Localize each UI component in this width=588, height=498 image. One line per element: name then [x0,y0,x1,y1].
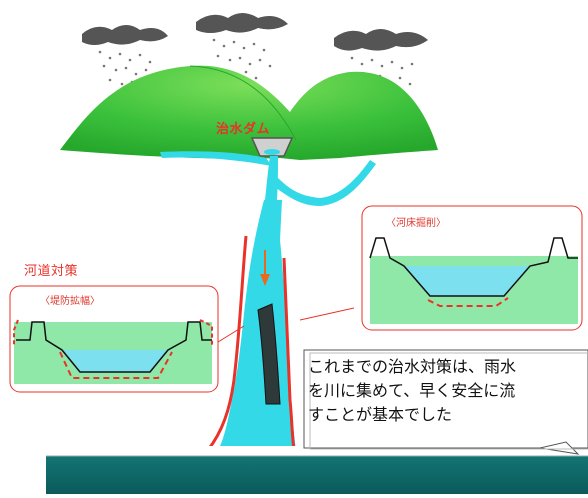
cloud-left-icon [82,25,168,45]
levee-widening-panel [9,285,219,393]
cloud-middle-icon [196,13,288,33]
ground [0,446,588,494]
explanation-callout [303,349,588,455]
cloud-right-icon [334,29,428,51]
callout-line-2: を川に集めて、早く安全に流 [308,381,516,400]
dam-icon [250,137,294,157]
flow-arrow-icon [260,250,270,286]
river-measures-label: 河道対策 [24,264,79,279]
excavation-bar [257,303,281,405]
panel-connector [217,325,245,343]
callout-text: これまでの治水対策は、雨水 を川に集めて、早く安全に流 すことが基本でした [308,355,588,427]
riverbed-excavation-panel [299,205,583,331]
levee-widening-label: 〈堤防拡幅〉 [40,296,100,307]
levee-lines [206,235,296,451]
callout-line-3: すことが基本でした [308,405,453,424]
mountains [60,65,438,160]
riverbed-excavation-label: 〈河床掘削〉 [386,218,446,229]
dam-label: 治水ダム [216,122,271,137]
callout-line-1: これまでの治水対策は、雨水 [308,357,517,376]
